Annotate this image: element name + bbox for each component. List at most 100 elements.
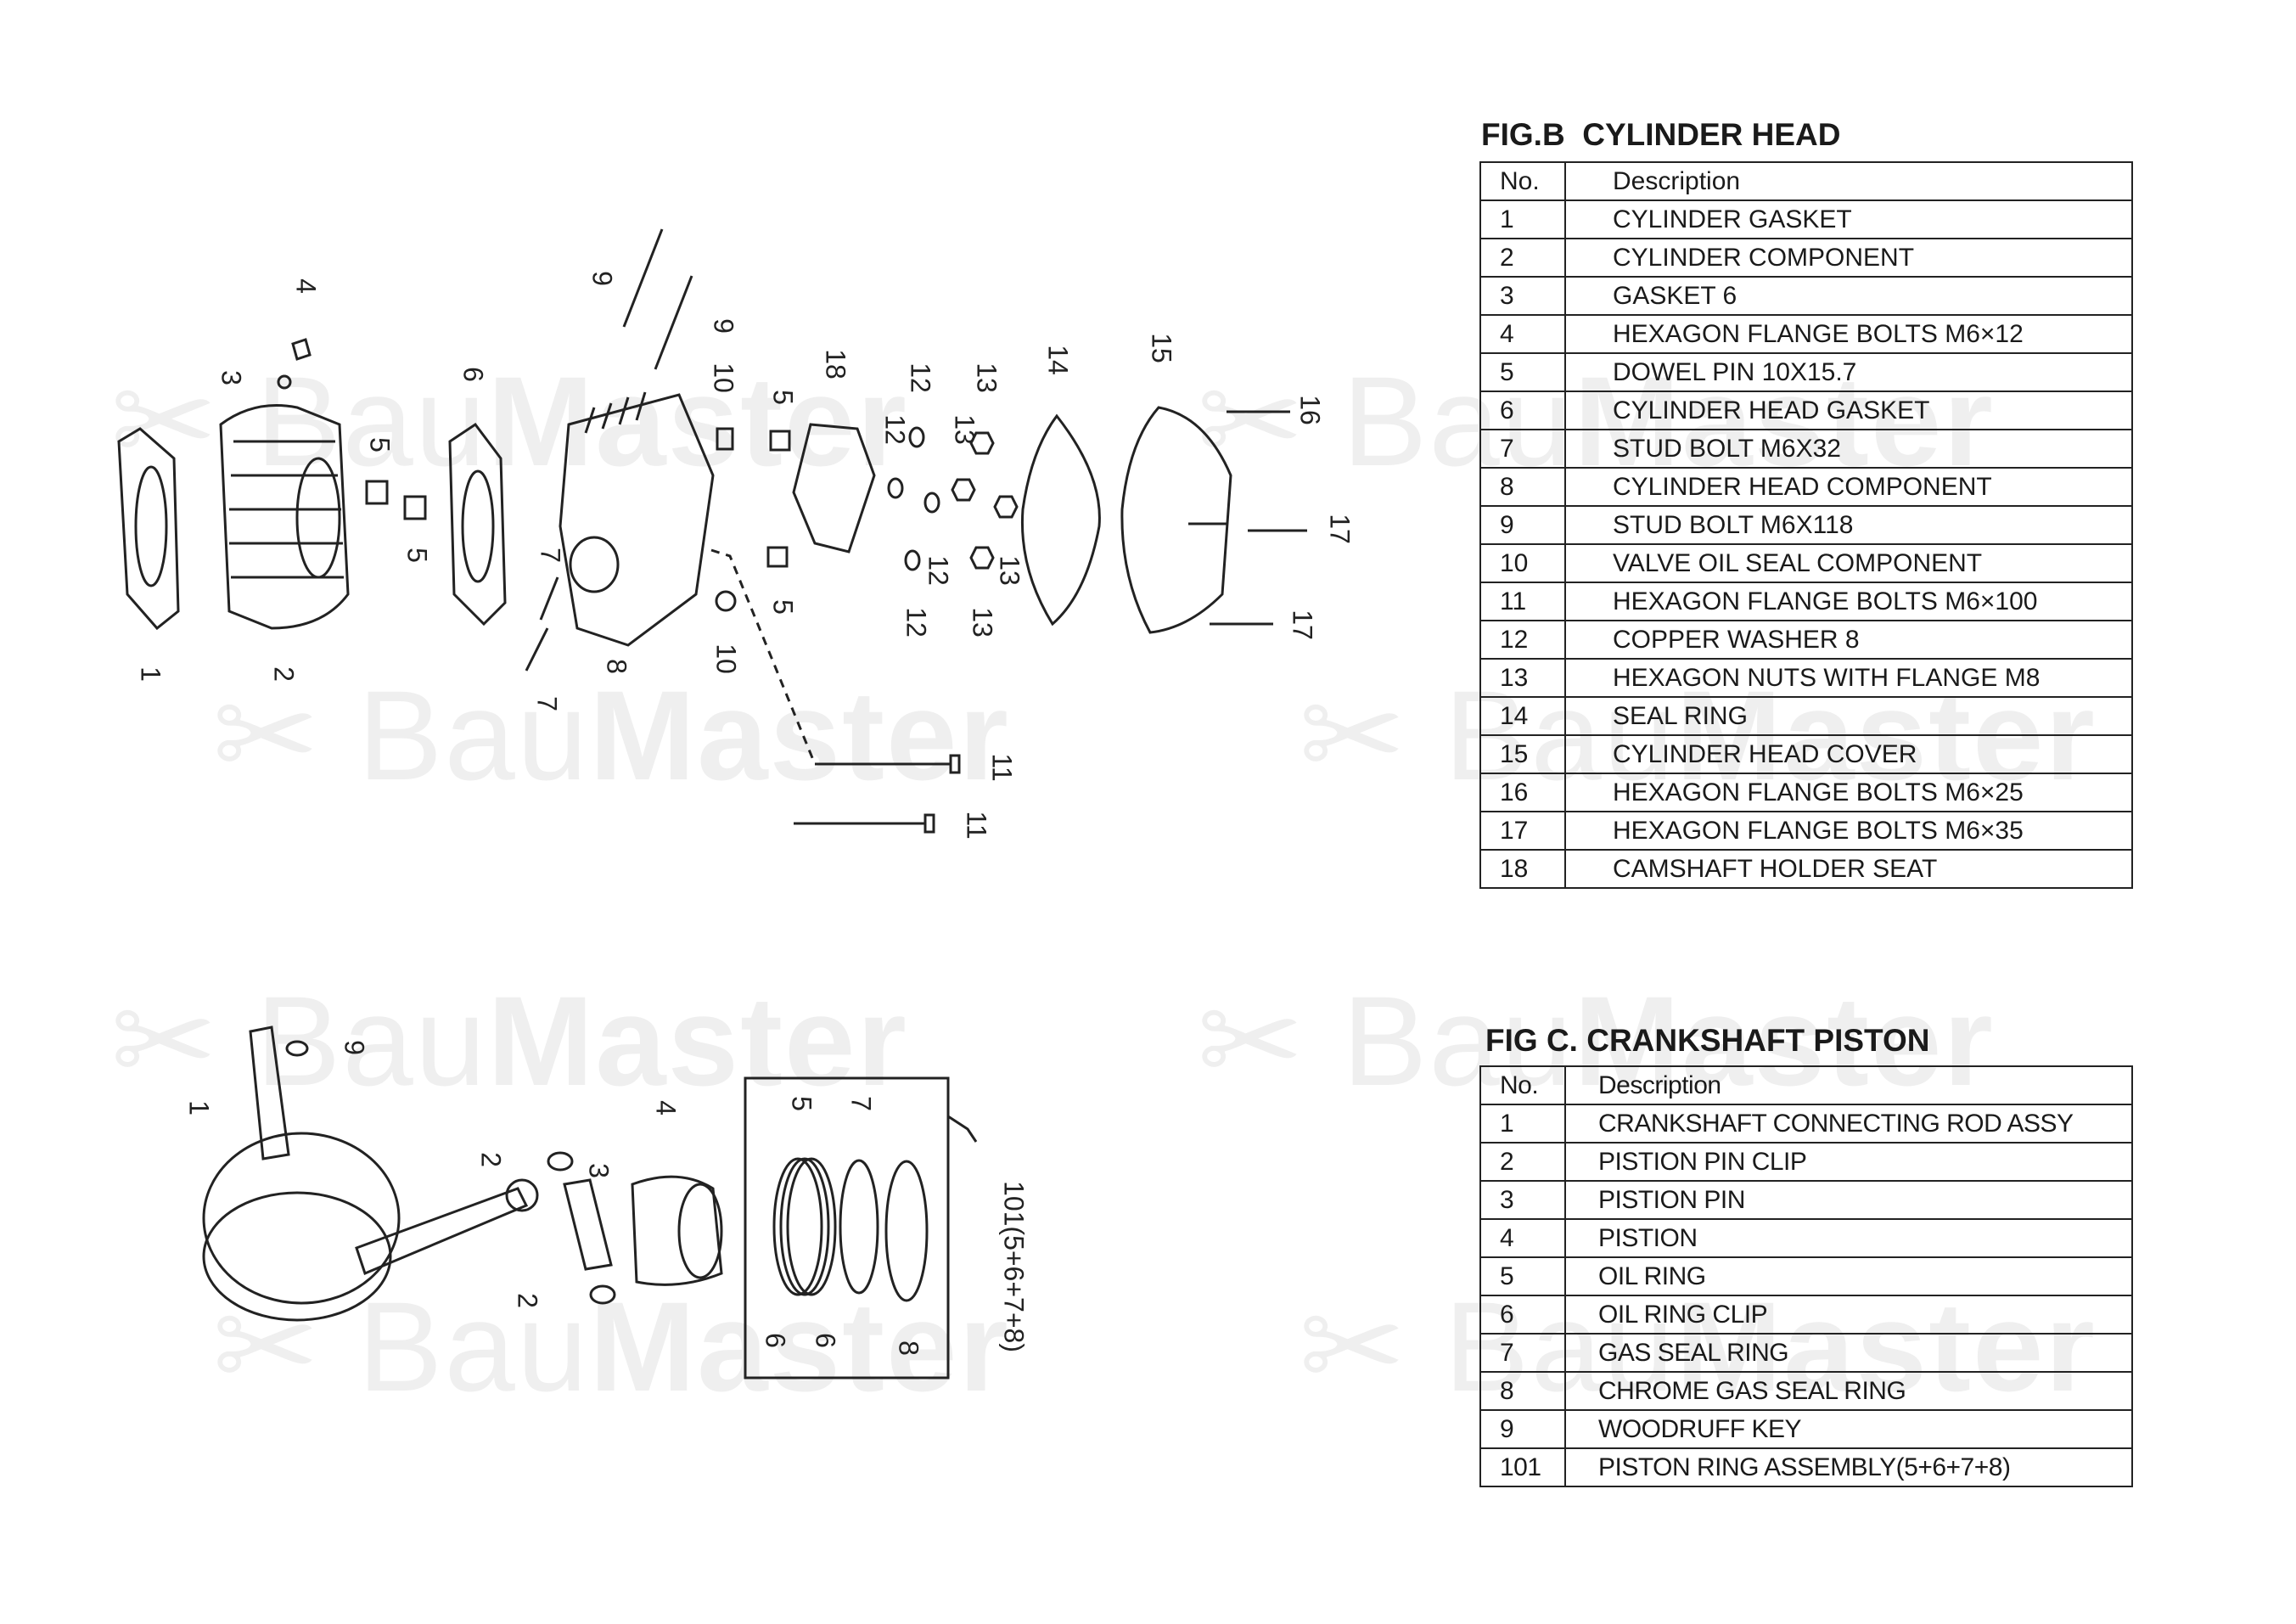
callout-label: 13 bbox=[950, 414, 980, 445]
cylinder-gasket bbox=[117, 427, 180, 631]
part-description: SEAL RING bbox=[1564, 696, 2133, 736]
part-description: PISTON RING ASSEMBLY(5+6+7+8) bbox=[1564, 1447, 2133, 1487]
fig-c-title: FIG C. CRANKSHAFT PISTON bbox=[1485, 1023, 1930, 1058]
callout-label: 14 bbox=[1043, 345, 1074, 375]
part-description: PISTION bbox=[1564, 1218, 2133, 1258]
callout-label: 17 bbox=[1288, 610, 1318, 640]
part-description: HEXAGON FLANGE BOLTS M6×100 bbox=[1564, 582, 2133, 621]
callout-label: 5 bbox=[768, 390, 799, 405]
part-number: 17 bbox=[1479, 811, 1566, 851]
part-description: OIL RING CLIP bbox=[1564, 1295, 2133, 1335]
part-number: 1 bbox=[1479, 1104, 1566, 1144]
piston-pin-clip bbox=[589, 1284, 616, 1305]
part-description: HEXAGON FLANGE BOLTS M6×12 bbox=[1564, 314, 2133, 354]
woodruff-key bbox=[285, 1040, 309, 1057]
part-description: CHROME GAS SEAL RING bbox=[1564, 1371, 2133, 1411]
piston-pin bbox=[563, 1178, 613, 1271]
callout-label: 13 bbox=[968, 607, 998, 638]
part-description: PISTION PIN bbox=[1564, 1180, 2133, 1220]
callout-label: 7 bbox=[536, 548, 566, 563]
dowel-pin bbox=[365, 480, 389, 505]
part-number: 9 bbox=[1479, 1409, 1566, 1449]
part-number: 2 bbox=[1479, 238, 1566, 278]
part-number: 101 bbox=[1479, 1447, 1566, 1487]
callout-label: 6 bbox=[811, 1333, 841, 1348]
watermark: ✂ BauMaster bbox=[110, 969, 908, 1112]
header-no: No. bbox=[1479, 1065, 1566, 1105]
part-number: 15 bbox=[1479, 734, 1566, 774]
part-number: 11 bbox=[1479, 582, 1566, 621]
piston bbox=[631, 1175, 723, 1286]
part-number: 8 bbox=[1479, 1371, 1566, 1411]
callout-label: 18 bbox=[821, 349, 851, 379]
callout-label: 8 bbox=[602, 659, 632, 674]
part-number: 3 bbox=[1479, 276, 1566, 316]
callout-label: 9 bbox=[587, 271, 618, 286]
callout-label: 16 bbox=[1295, 395, 1326, 425]
callout-label: 1 bbox=[136, 666, 166, 682]
part-number: 5 bbox=[1479, 352, 1566, 392]
callout-label: 4 bbox=[651, 1100, 682, 1115]
part-number: 4 bbox=[1479, 314, 1566, 354]
callout-label: 5 bbox=[768, 599, 799, 615]
seal-ring bbox=[1020, 413, 1101, 627]
callout-label: 5 bbox=[787, 1096, 817, 1111]
fig-c-diagram bbox=[202, 1026, 978, 1380]
part-description: VALVE OIL SEAL COMPONENT bbox=[1564, 543, 2133, 583]
part-number: 1 bbox=[1479, 199, 1566, 239]
callout-label: 10 bbox=[709, 362, 739, 393]
part-description: HEXAGON FLANGE BOLTS M6×35 bbox=[1564, 811, 2133, 851]
callout-label: 15 bbox=[1147, 333, 1177, 363]
part-number: 4 bbox=[1479, 1218, 1566, 1258]
part-description: GAS SEAL RING bbox=[1564, 1333, 2133, 1373]
part-description: HEXAGON NUTS WITH FLANGE M8 bbox=[1564, 658, 2133, 698]
callout-label: 101(5+6+7+8) bbox=[999, 1181, 1030, 1352]
callout-label: 6 bbox=[761, 1333, 791, 1348]
part-description: CYLINDER GASKET bbox=[1564, 199, 2133, 239]
part-description: COPPER WASHER 8 bbox=[1564, 620, 2133, 660]
watermark: ✂ BauMaster bbox=[110, 350, 908, 492]
cylinder-component bbox=[219, 404, 350, 630]
callout-label: 6 bbox=[458, 367, 489, 382]
part-number: 6 bbox=[1479, 1295, 1566, 1335]
callout-label: 11 bbox=[987, 753, 1018, 781]
part-number: 10 bbox=[1479, 543, 1566, 583]
part-number: 9 bbox=[1479, 505, 1566, 545]
callout-label: 9 bbox=[340, 1040, 370, 1055]
callout-label: 12 bbox=[906, 362, 936, 393]
callout-label: 2 bbox=[476, 1152, 507, 1167]
header-description: Description bbox=[1564, 1065, 2133, 1105]
part-number: 7 bbox=[1479, 429, 1566, 469]
gasket bbox=[277, 374, 292, 390]
part-number: 13 bbox=[1479, 658, 1566, 698]
callout-label: 2 bbox=[513, 1293, 543, 1308]
dowel-pin bbox=[403, 495, 427, 520]
callout-label: 9 bbox=[709, 318, 739, 334]
callout-label: 8 bbox=[894, 1340, 924, 1356]
piston-ring-assembly-box bbox=[744, 1076, 950, 1380]
stud-bolt bbox=[622, 228, 664, 328]
part-number: 14 bbox=[1479, 696, 1566, 736]
part-description: WOODRUFF KEY bbox=[1564, 1409, 2133, 1449]
part-description: DOWEL PIN 10X15.7 bbox=[1564, 352, 2133, 392]
callout-label: 5 bbox=[365, 437, 396, 452]
part-description: STUD BOLT M6X118 bbox=[1564, 505, 2133, 545]
